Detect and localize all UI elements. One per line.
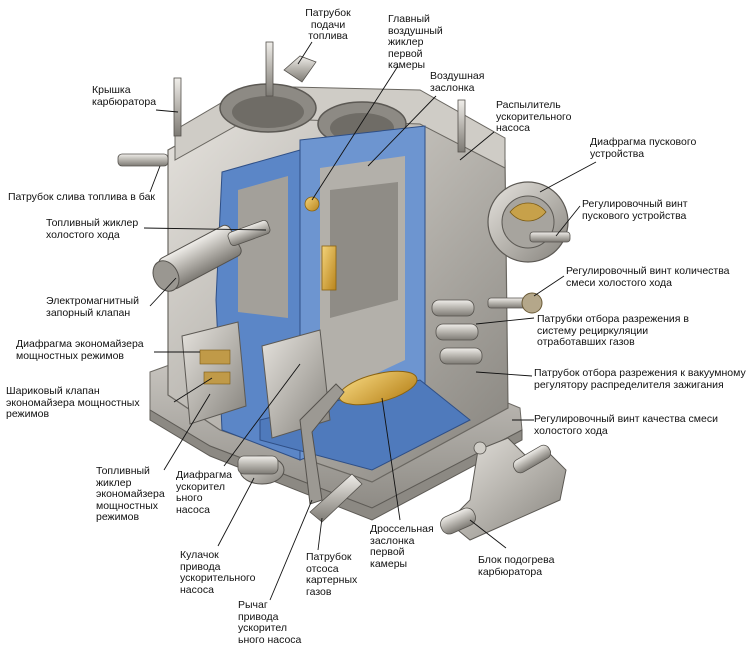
label-accel-diaphragm: Диафрагма ускорител ьного насоса — [176, 469, 233, 516]
label-idle-quality-screw: Регулировочный винт качества смеси холос… — [534, 413, 718, 437]
label-vacuum-port: Патрубок отбора разрежения к вакуумному … — [534, 367, 746, 391]
solenoid-valve — [152, 224, 242, 292]
accel-pump-cam — [237, 455, 285, 485]
label-main-air-jet: Главный воздушный жиклер первой камеры — [388, 13, 443, 71]
label-cover: Крышка карбюратора — [92, 84, 157, 108]
idle-quantity-screw — [487, 292, 543, 314]
label-crankcase-port: Патрубок отсоса картерных газов — [306, 551, 358, 598]
label-air-damper: Воздушная заслонка — [430, 70, 485, 94]
recirculation-ports — [431, 299, 483, 365]
label-econ-diaphragm: Диафрагма экономайзера мощностных режимо… — [16, 338, 144, 362]
label-idle-jet: Топливный жиклер холостого хода — [46, 217, 139, 241]
fuel-inlet-tube — [283, 55, 317, 83]
label-accel-sprayer: Распылитель ускорительного насоса — [496, 99, 572, 134]
heater-block — [440, 437, 567, 541]
air-horn-primary-inner — [232, 96, 304, 128]
label-accel-lever: Рычаг привода ускорител ьного насоса — [238, 599, 302, 646]
stud-right — [457, 99, 466, 153]
label-accel-cam: Кулачок привода ускорительного насоса — [180, 549, 256, 596]
starter-device — [487, 181, 571, 263]
sprayer-brass — [321, 245, 337, 291]
label-econ-jet: Топливный жиклер экономайзера мощностных… — [96, 465, 165, 523]
jet-brass — [304, 196, 320, 212]
label-recirc-ports: Патрубки отбора разрежения в систему рец… — [537, 313, 689, 348]
label-ball-valve: Шариковый клапан экономайзера мощностных… — [6, 385, 140, 420]
fuel-drain-tube — [117, 153, 169, 167]
label-fuel-drain: Патрубок слива топлива в бак — [8, 191, 156, 203]
label-starter-diaphragm: Диафрагма пускового устройства — [590, 136, 697, 160]
label-fuel-inlet: Патрубок подачи топлива — [305, 7, 351, 42]
cutaway-center-chamber — [330, 182, 398, 318]
cutaway-left-chamber — [238, 176, 288, 318]
stud-left — [173, 77, 182, 137]
idle-jet-body — [227, 219, 271, 247]
leader-lines — [143, 41, 597, 601]
label-solenoid-valve: Электромагнитный запорный клапан — [46, 295, 139, 319]
economizer-housing — [181, 321, 247, 425]
label-starter-screw: Регулировочный винт пускового устройства — [582, 198, 688, 222]
label-heater-block: Блок подогрева карбюратора — [478, 554, 555, 578]
crankcase-port-tube — [309, 473, 363, 523]
label-idle-qty-screw: Регулировочный винт количества смеси хол… — [566, 265, 730, 289]
stud-middle — [265, 41, 274, 97]
label-throttle: Дроссельная заслонка первой камеры — [370, 523, 434, 570]
